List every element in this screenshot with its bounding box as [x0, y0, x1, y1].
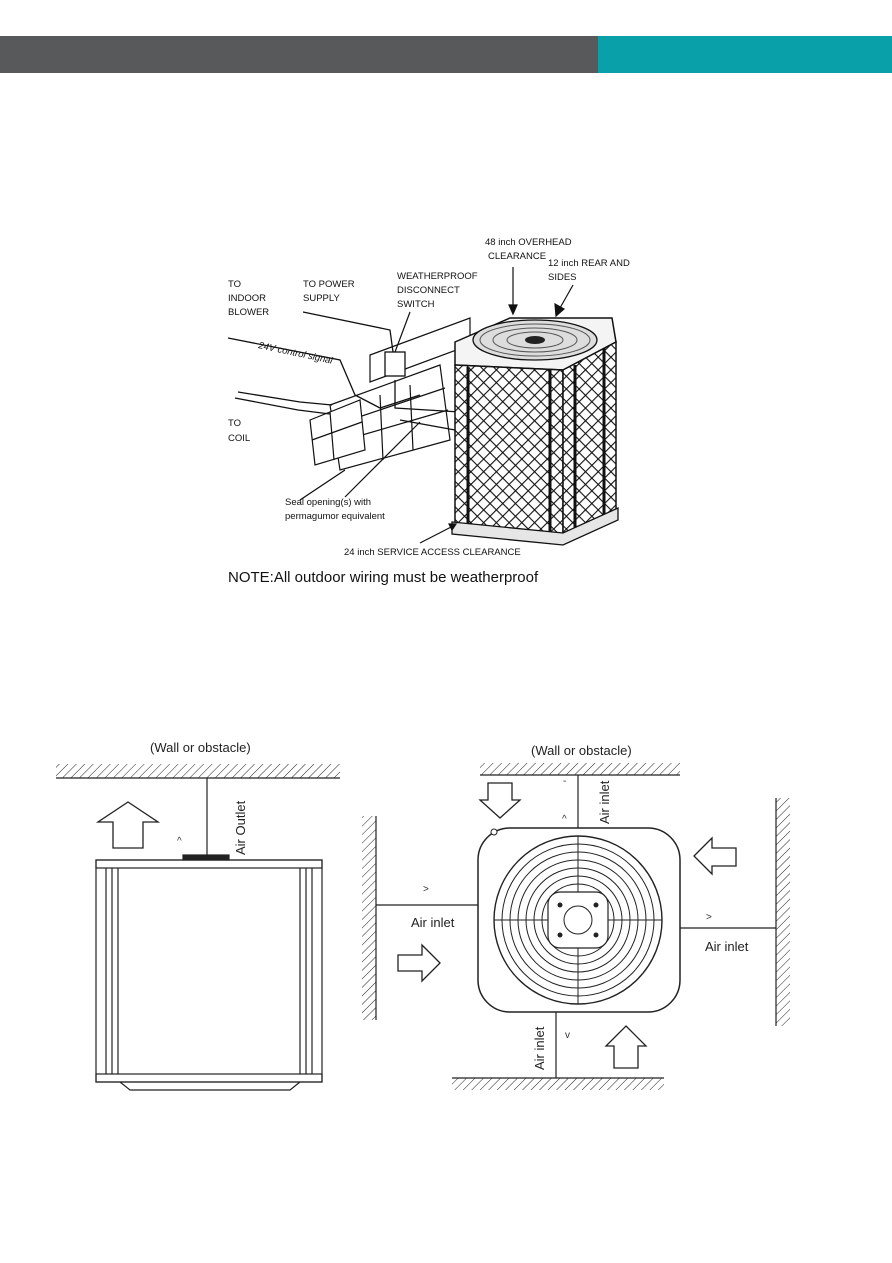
air-inlet-up-arrow-icon — [604, 1025, 648, 1069]
header-bar — [0, 36, 892, 73]
callout-arrows — [344, 267, 574, 544]
condenser-unit — [451, 317, 619, 546]
mark-top: ^ — [562, 814, 567, 825]
to-coil-label: TO COIL — [228, 418, 250, 444]
control-signal-label: 24V control signal — [256, 340, 334, 367]
outlet-mark: ^ — [177, 836, 182, 847]
top-wall — [480, 763, 680, 775]
air-inlet-right-arrow-icon — [397, 943, 441, 983]
side-view-diagram: (Wall or obstacle) Air Outlet ^ — [56, 740, 340, 1091]
unit-top-view — [477, 827, 681, 1013]
header-bar-dark — [0, 36, 598, 73]
weatherproof-note: NOTE:All outdoor wiring must be weatherp… — [228, 569, 539, 586]
mark-right: > — [706, 912, 712, 923]
seal-opening-label: Seal opening(s) with permagumor equivale… — [285, 497, 385, 522]
house-wall — [309, 317, 471, 471]
left-wall — [362, 816, 376, 1020]
air-inlet-bottom-label: Air inlet — [532, 1026, 547, 1070]
top-view-diagram: (Wall or obstacle) — [362, 743, 790, 1090]
mark-bottom: v — [565, 1030, 570, 1041]
air-inlet-left-label: Air inlet — [411, 915, 455, 930]
right-wall — [776, 798, 790, 1026]
bottom-wall — [452, 1078, 664, 1090]
weatherproof-switch-label: WEATHERPROOF DISCONNECT SWITCH — [397, 271, 480, 310]
mark-dash: - — [563, 776, 566, 787]
installation-diagram: TO INDOOR BLOWER TO POWER SUPPLY WEATHER… — [227, 237, 632, 586]
rear-sides-clearance-label: 12 inch REAR AND SIDES — [548, 258, 632, 283]
overhead-clearance-label: 48 inch OVERHEAD CLEARANCE — [485, 237, 574, 262]
wiring — [227, 311, 461, 501]
air-inlet-down-arrow-icon — [478, 782, 522, 819]
air-inlet-left-arrow-icon — [693, 836, 737, 876]
service-clearance-label: 24 inch SERVICE ACCESS CLEARANCE — [344, 547, 521, 558]
air-outlet-up-arrow-icon — [95, 801, 161, 849]
disconnect-switch-box — [384, 351, 406, 377]
wall-label-left: (Wall or obstacle) — [150, 740, 251, 755]
unit-side-view — [95, 854, 323, 1091]
to-indoor-blower-label: TO INDOOR BLOWER — [228, 279, 269, 318]
air-inlet-top-label: Air inlet — [597, 780, 612, 824]
wall-label-right: (Wall or obstacle) — [531, 743, 632, 758]
to-power-supply-label: TO POWER SUPPLY — [303, 279, 357, 304]
air-inlet-right-label: Air inlet — [705, 939, 749, 954]
wall-hatch-top — [56, 764, 340, 778]
mark-left: > — [423, 884, 429, 895]
air-outlet-label: Air Outlet — [233, 800, 248, 855]
clearance-lines — [376, 775, 776, 1078]
header-bar-accent — [598, 36, 892, 73]
